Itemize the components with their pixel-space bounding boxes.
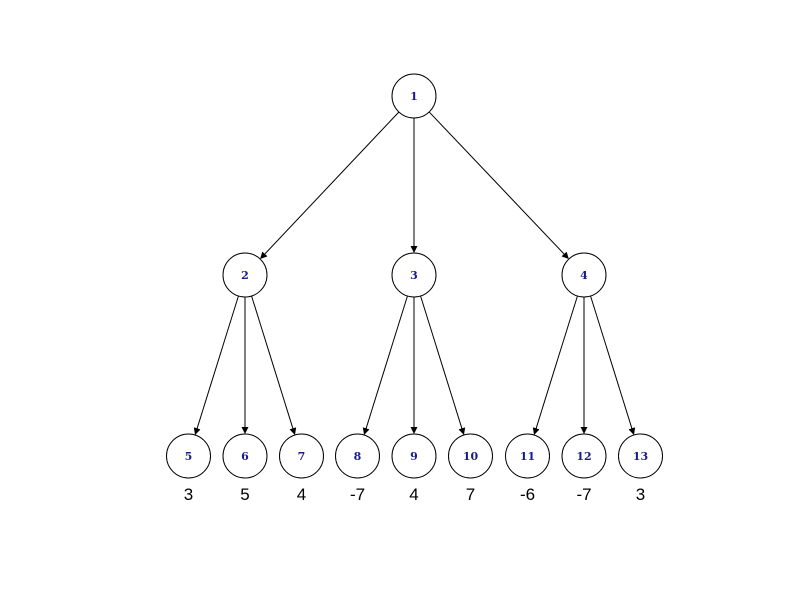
tree-node: 3	[391, 252, 437, 298]
tree-node: 10	[448, 433, 493, 479]
node-label: 1	[410, 90, 418, 103]
leaf-value: 4	[297, 485, 306, 504]
node-circle	[222, 433, 268, 479]
node-label: 2	[241, 269, 249, 282]
tree-node: 13	[618, 433, 663, 479]
tree-node: 7	[279, 433, 324, 479]
leaf-value: 3	[184, 485, 193, 504]
node-circle	[618, 433, 663, 479]
tree-node: 11	[505, 433, 550, 479]
tree-edge	[590, 295, 636, 435]
tree-node: 2	[222, 252, 268, 298]
leaf-values-layer: 3 5 4 -7 4 7 -6 -7 3	[184, 485, 645, 504]
tree-edge	[532, 295, 578, 435]
node-circle	[561, 433, 607, 479]
tree-node: 9	[391, 433, 437, 479]
node-circle	[391, 252, 437, 298]
node-circle	[391, 73, 437, 119]
node-label: 11	[520, 450, 535, 463]
node-circle	[279, 433, 324, 479]
tree-edge	[362, 295, 408, 435]
tree-edge	[193, 295, 239, 435]
node-label: 13	[633, 450, 648, 463]
tree-edge	[260, 111, 400, 260]
node-circle	[391, 433, 437, 479]
node-label: 6	[241, 450, 249, 463]
node-label: 9	[410, 450, 418, 463]
node-circle	[222, 252, 268, 298]
node-label: 8	[354, 450, 362, 463]
leaf-value: 7	[466, 485, 475, 504]
node-circle	[448, 433, 493, 479]
tree-node: 6	[222, 433, 268, 479]
tree-edge	[251, 295, 297, 435]
node-label: 12	[576, 450, 591, 463]
node-label: 4	[580, 269, 588, 282]
node-label: 10	[463, 450, 479, 463]
tree-node: 12	[561, 433, 607, 479]
leaf-value: 4	[409, 485, 418, 504]
node-label: 5	[185, 450, 193, 463]
leaf-value: -7	[350, 485, 365, 504]
edges-layer	[193, 111, 636, 435]
node-circle	[561, 252, 607, 298]
tree-node: 5	[166, 433, 211, 479]
tree-node: 1	[391, 73, 437, 119]
leaf-value: -6	[520, 485, 535, 504]
tree-node: 4	[561, 252, 607, 298]
leaf-value: 3	[636, 485, 645, 504]
leaf-value: -7	[576, 485, 591, 504]
node-circle	[166, 433, 211, 479]
tree-node: 8	[335, 433, 380, 479]
node-circle	[335, 433, 380, 479]
tree-edge	[428, 111, 569, 260]
node-label: 7	[298, 450, 306, 463]
node-circle	[505, 433, 550, 479]
tree-edge	[420, 295, 466, 435]
node-label: 3	[410, 269, 418, 282]
leaf-value: 5	[240, 485, 249, 504]
